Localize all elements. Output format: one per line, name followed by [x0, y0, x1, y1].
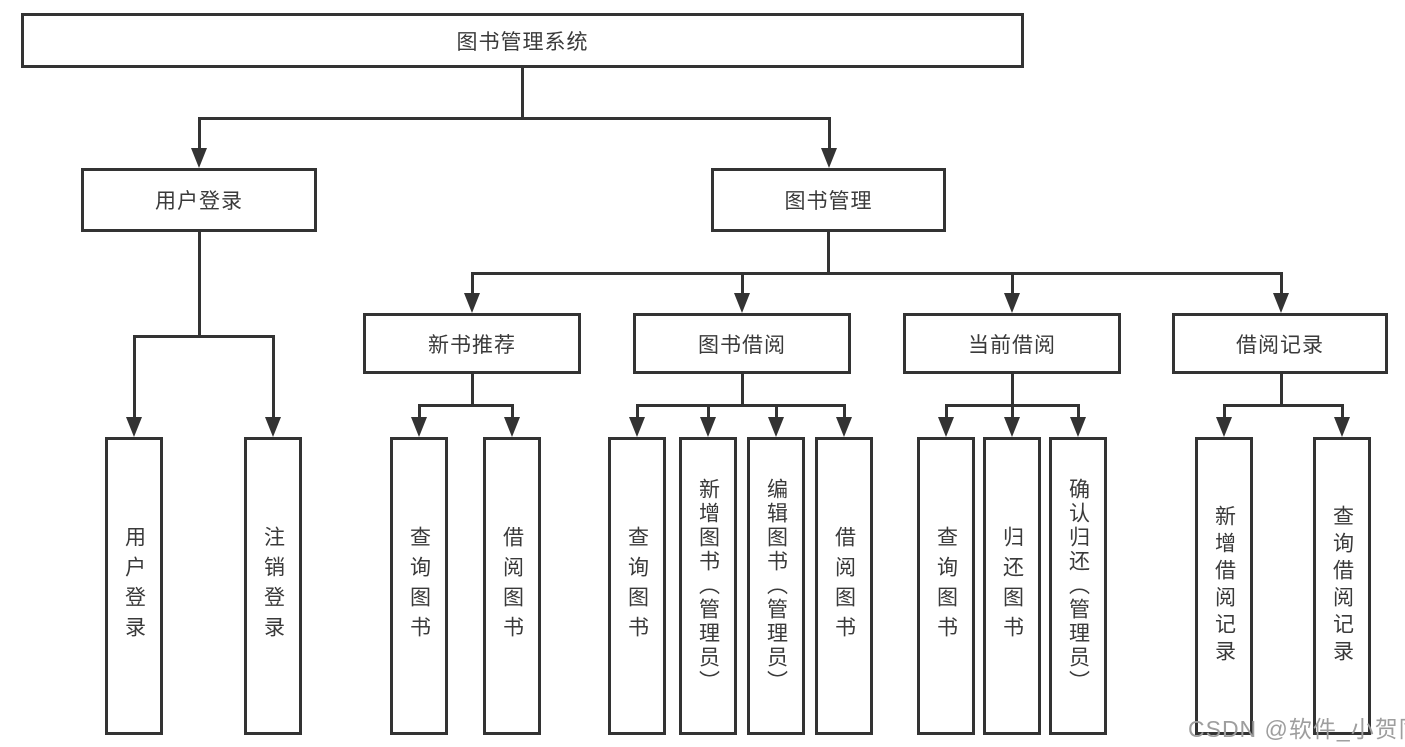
connector-br-rail — [1223, 404, 1344, 407]
connector-leaf-stem — [1223, 404, 1226, 419]
node-label: 图书借阅 — [698, 333, 786, 357]
connector-level3-stem — [471, 272, 474, 295]
leaf-logout-action: 注销登录 — [244, 437, 302, 735]
connector-leaf-stem — [945, 404, 948, 419]
node-new-book-recommend: 新书推荐 — [363, 313, 581, 374]
connector-user-login-down — [198, 232, 201, 336]
arrow-down-icon — [1334, 417, 1350, 437]
leaf-label: 借阅图书 — [500, 526, 524, 646]
leaf-label: 借阅图书 — [832, 526, 856, 646]
connector-leaf-stem — [775, 404, 778, 419]
connector-leaf-stem — [1011, 404, 1014, 419]
leaf-label: 查询借阅记录 — [1330, 505, 1354, 667]
leaf-bb-borrow-book: 借阅图书 — [815, 437, 873, 735]
connector-user-login-rail — [133, 335, 275, 338]
node-borrow-record: 借阅记录 — [1172, 313, 1388, 374]
node-label: 当前借阅 — [968, 333, 1056, 357]
connector-leaf-stem — [133, 335, 136, 418]
connector-leaf-stem — [272, 335, 275, 418]
arrow-down-icon — [1004, 417, 1020, 437]
node-label: 用户登录 — [155, 190, 243, 213]
connector-leaf-stem — [707, 404, 710, 419]
arrow-down-icon — [126, 417, 142, 437]
connector-leaf-stem — [843, 404, 846, 419]
connector-book-management-down — [827, 232, 830, 274]
arrow-down-icon — [191, 148, 207, 168]
arrow-down-icon — [1004, 293, 1020, 313]
leaf-label: 查询图书 — [934, 526, 958, 646]
node-user-login: 用户登录 — [81, 168, 317, 232]
node-book-borrow: 图书借阅 — [633, 313, 851, 374]
node-label: 新书推荐 — [428, 333, 516, 357]
connector-bb-down — [741, 374, 744, 407]
leaf-label: 新增借阅记录 — [1212, 505, 1236, 667]
arrow-down-icon — [768, 417, 784, 437]
arrow-down-icon — [1273, 293, 1289, 313]
arrow-down-icon — [629, 417, 645, 437]
arrow-down-icon — [700, 417, 716, 437]
connector-br-down — [1280, 374, 1283, 407]
arrow-down-icon — [1070, 417, 1086, 437]
leaf-label: 查询图书 — [625, 526, 649, 646]
connector-user-login-stem — [198, 117, 201, 149]
connector-level3-stem — [1011, 272, 1014, 295]
leaf-cb-return-book: 归还图书 — [983, 437, 1041, 735]
leaf-cb-query-book: 查询图书 — [917, 437, 975, 735]
connector-level3-stem — [1280, 272, 1283, 295]
arrow-down-icon — [836, 417, 852, 437]
arrow-down-icon — [1216, 417, 1232, 437]
connector-bb-rail — [636, 404, 846, 407]
connector-cb-down — [1011, 374, 1014, 407]
leaf-label: 新增图书（管理员） — [696, 478, 720, 694]
leaf-label: 查询图书 — [407, 526, 431, 646]
connector-leaf-stem — [636, 404, 639, 419]
leaf-bb-query-book: 查询图书 — [608, 437, 666, 735]
leaf-label: 编辑图书（管理员） — [764, 478, 788, 694]
leaf-bb-edit-book-admin: 编辑图书（管理员） — [747, 437, 805, 735]
arrow-down-icon — [504, 417, 520, 437]
connector-leaf-stem — [1077, 404, 1080, 419]
leaf-label: 注销登录 — [261, 526, 285, 646]
leaf-cb-confirm-return-admin: 确认归还（管理员） — [1049, 437, 1107, 735]
arrow-down-icon — [821, 148, 837, 168]
arrow-down-icon — [734, 293, 750, 313]
arrow-down-icon — [938, 417, 954, 437]
leaf-nb-borrow-book: 借阅图书 — [483, 437, 541, 735]
connector-level2-rail — [198, 117, 831, 120]
arrow-down-icon — [464, 293, 480, 313]
leaf-label: 用户登录 — [122, 526, 146, 646]
leaf-bb-add-book-admin: 新增图书（管理员） — [679, 437, 737, 735]
connector-nb-down — [471, 374, 474, 407]
node-label: 图书管理系统 — [456, 30, 589, 54]
connector-level3-rail — [471, 272, 1282, 275]
leaf-label: 确认归还（管理员） — [1066, 478, 1090, 694]
connector-level3-stem — [741, 272, 744, 295]
leaf-br-add-record: 新增借阅记录 — [1195, 437, 1253, 735]
leaf-user-login-action: 用户登录 — [105, 437, 163, 735]
connector-root-stem — [521, 68, 524, 118]
node-library-management-system: 图书管理系统 — [21, 13, 1024, 68]
connector-book-management-stem — [828, 117, 831, 149]
node-current-borrow: 当前借阅 — [903, 313, 1121, 374]
arrow-down-icon — [411, 417, 427, 437]
node-book-management: 图书管理 — [711, 168, 946, 232]
leaf-label: 归还图书 — [1000, 526, 1024, 646]
arrow-down-icon — [265, 417, 281, 437]
node-label: 图书管理 — [784, 190, 873, 213]
connector-nb-rail — [418, 404, 514, 407]
connector-leaf-stem — [1341, 404, 1344, 419]
connector-leaf-stem — [511, 404, 514, 419]
leaf-nb-query-book: 查询图书 — [390, 437, 448, 735]
connector-leaf-stem — [418, 404, 421, 419]
leaf-br-query-record: 查询借阅记录 — [1313, 437, 1371, 735]
csdn-watermark: CSDN @软件_小贺同学 — [1188, 716, 1405, 742]
node-label: 借阅记录 — [1236, 333, 1324, 357]
